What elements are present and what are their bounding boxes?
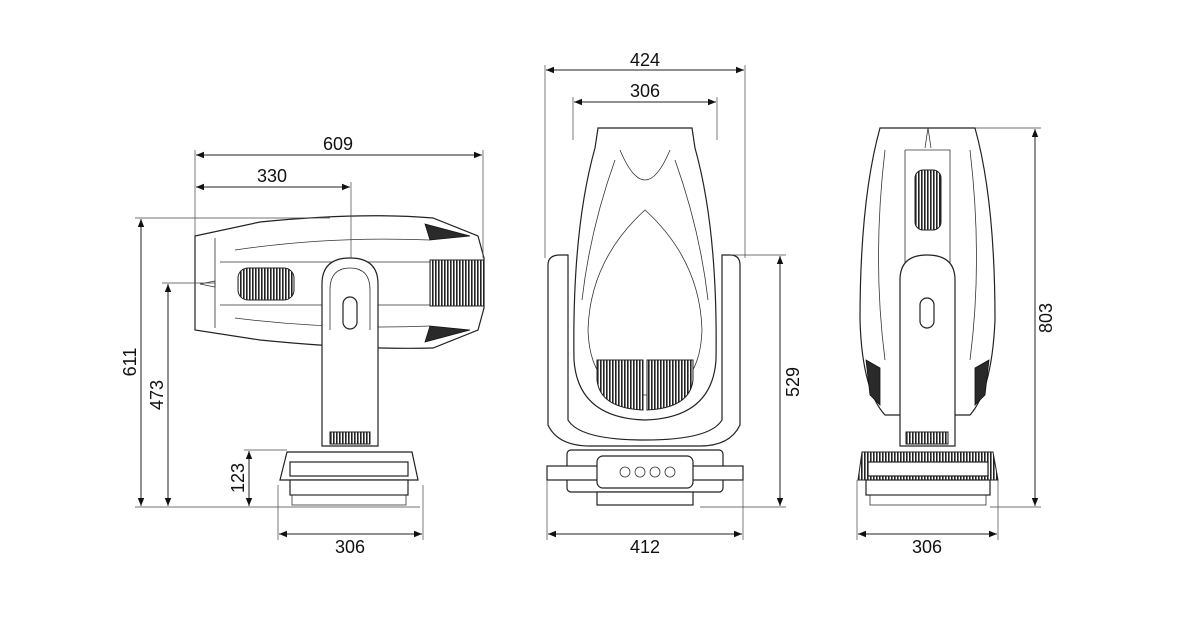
dim-330: 330 [257, 166, 287, 186]
front-yoke [547, 254, 741, 447]
dim-306-rear: 306 [912, 537, 942, 557]
dim-306-side: 306 [335, 537, 365, 557]
dim-473: 473 [147, 380, 167, 410]
dim-123: 123 [228, 463, 248, 493]
front-head [573, 127, 717, 421]
rear-yoke [899, 254, 956, 447]
side-yoke [321, 257, 379, 447]
dim-803: 803 [1036, 303, 1056, 333]
rear-view: 803 306 [856, 127, 1056, 557]
dim-611: 611 [120, 348, 140, 377]
side-view: 609 330 611 473 123 306 [120, 134, 485, 557]
dim-424: 424 [630, 50, 660, 70]
front-view: 424 306 529 412 [544, 50, 803, 557]
dim-412: 412 [630, 537, 660, 557]
side-base [279, 451, 419, 506]
front-base [546, 449, 744, 506]
dim-306-front: 306 [630, 81, 660, 101]
rear-base [857, 451, 999, 506]
dim-529: 529 [783, 367, 803, 397]
dim-609: 609 [323, 134, 353, 154]
